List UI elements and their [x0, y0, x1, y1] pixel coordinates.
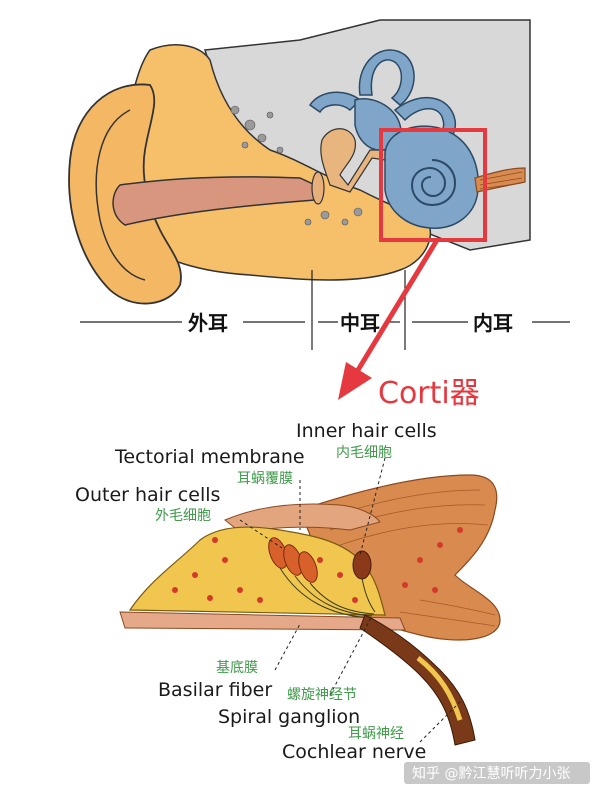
corti-organ-title: Corti器	[378, 376, 480, 411]
watermark: 知乎 @黔江慧听听力小张	[412, 765, 570, 782]
ear-cross-section	[68, 19, 531, 305]
label-cochlear-nerve: Cochlear nerve	[282, 741, 426, 763]
label-inner-ear: 内耳	[473, 311, 513, 335]
label-cochlear-nerve-zh: 耳蜗神经	[348, 726, 404, 742]
label-outer-ear: 外耳	[188, 311, 228, 335]
eardrum	[311, 171, 325, 205]
callout-arrow	[338, 238, 440, 400]
label-tectorial-membrane-zh: 耳蜗覆膜	[237, 471, 293, 487]
label-basilar-fiber: Basilar fiber	[158, 679, 272, 701]
label-spiral-ganglion: Spiral ganglion	[218, 706, 360, 728]
label-middle-ear: 中耳	[340, 311, 380, 335]
pinna-fold	[95, 109, 146, 281]
inner-hair-cell	[352, 550, 372, 580]
cell-nuclei	[172, 527, 463, 603]
label-tectorial-membrane: Tectorial membrane	[114, 446, 305, 468]
label-inner-hair-cells-zh: 内毛细胞	[336, 445, 392, 461]
corti-highlight-box	[379, 128, 487, 242]
nerve-highlight	[416, 656, 463, 721]
tectorial-membrane	[224, 503, 381, 533]
ossicles	[320, 128, 386, 193]
region-dividers	[80, 270, 570, 350]
label-outer-hair-cells-zh: 外毛细胞	[155, 508, 211, 524]
watermark-bg	[404, 762, 590, 784]
organ-of-corti	[119, 474, 501, 746]
mastoid-cells	[230, 105, 363, 226]
ear-canal	[112, 176, 316, 226]
label-spiral-ganglion-zh: 螺旋神经节	[287, 687, 357, 703]
outer-hair-cells	[268, 537, 318, 583]
label-inner-hair-cells: Inner hair cells	[296, 420, 437, 442]
nerve-fibers	[279, 567, 376, 619]
leader-lines	[239, 457, 463, 743]
label-outer-hair-cells: Outer hair cells	[75, 484, 220, 506]
label-basilar-fiber-zh: 基底膜	[216, 659, 258, 676]
cochlear-nerve-bundle	[359, 614, 476, 746]
basilar-membrane	[119, 611, 406, 631]
